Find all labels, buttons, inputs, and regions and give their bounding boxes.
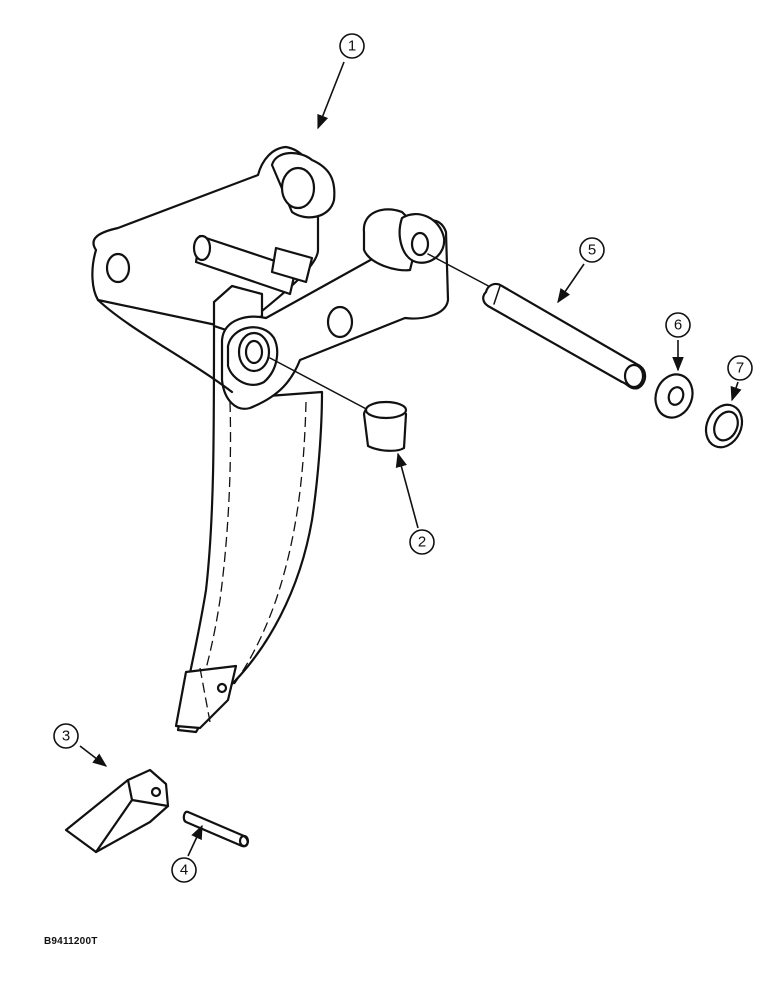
pin-axis-lower (269, 357, 373, 413)
figure-id-label: B9411200T (44, 936, 98, 947)
callout-5: 5 (557, 237, 605, 304)
callout-7-label: 7 (736, 360, 744, 377)
callout-4-label: 4 (180, 862, 188, 879)
pin-5 (482, 282, 647, 390)
washer-6 (654, 373, 694, 419)
callout-4: 4 (171, 824, 203, 883)
callout-5-label: 5 (588, 242, 596, 259)
callout-3-label: 3 (62, 728, 70, 745)
callout-2-label: 2 (418, 534, 426, 551)
snap-ring-7 (704, 403, 744, 449)
callout-1-label: 1 (348, 38, 356, 55)
callout-3: 3 (53, 723, 108, 767)
callout-6: 6 (665, 312, 691, 372)
callout-7: 7 (727, 355, 753, 402)
tooth-3 (64, 768, 170, 854)
roll-pin-4 (182, 810, 250, 848)
pin-axis-upper (427, 253, 497, 291)
bushing-2 (362, 400, 408, 452)
callout-2: 2 (395, 452, 435, 555)
callout-6-label: 6 (674, 317, 682, 334)
callout-1: 1 (317, 33, 365, 130)
